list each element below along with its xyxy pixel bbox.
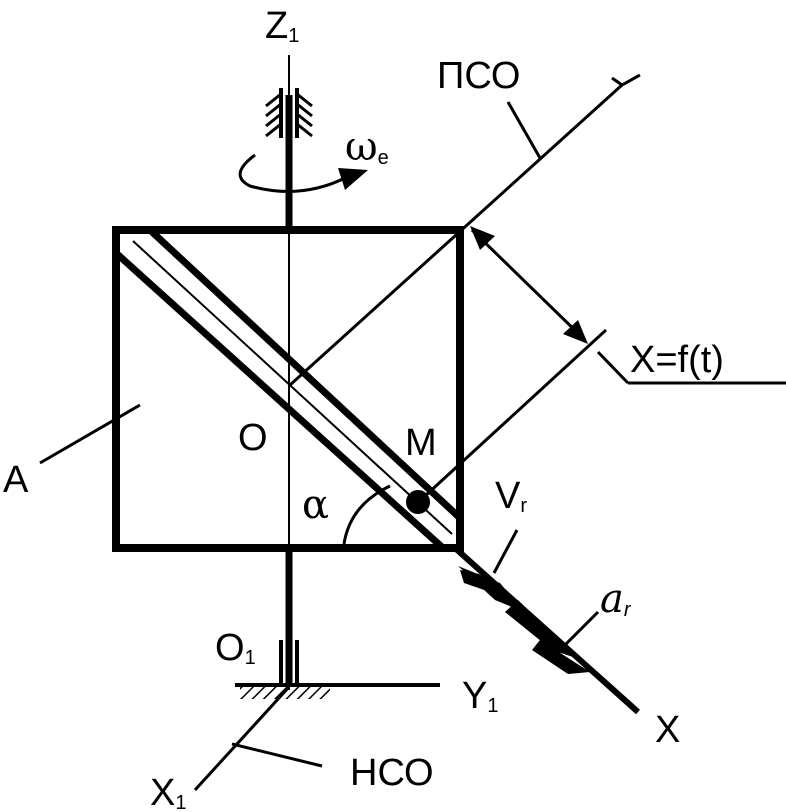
moving-y-axis [288, 83, 624, 387]
x-axis-label: X [655, 709, 680, 751]
origin-o-label: O [238, 417, 268, 459]
point-m-label: M [405, 422, 437, 464]
x1-label: X1 [150, 772, 186, 812]
body-a-square [112, 226, 464, 552]
point-m [406, 490, 430, 514]
o1-label: O1 [215, 627, 256, 669]
pso-leader [506, 101, 542, 159]
z1-label: Z1 [265, 5, 299, 47]
x-eq-leader [596, 350, 630, 385]
diagonal-channel [113, 227, 463, 551]
alpha-arc [342, 484, 391, 545]
dimension-arrow [470, 226, 588, 344]
ext-line-m [423, 328, 608, 498]
pso-label: ПСО [437, 55, 520, 97]
body-a-label: A [3, 459, 29, 501]
body-a-leader [39, 403, 141, 465]
y1-label: Y1 [462, 675, 498, 717]
x-equation-label: X=f(t) [630, 339, 724, 381]
vr-leader [492, 529, 519, 574]
ar-leader [558, 610, 600, 652]
ar-arrowhead [505, 600, 576, 658]
nso-label: НСО [350, 752, 434, 794]
ground-x1-axis [193, 685, 291, 792]
nso-leader [231, 742, 323, 768]
vr-arrow-fill [458, 566, 524, 612]
alpha-label: α [302, 482, 329, 528]
omega-label: ωe [345, 124, 389, 170]
vr-label: Vr [495, 475, 527, 517]
rotation-arrow [238, 153, 368, 193]
y-axis-tip-icon [611, 73, 641, 87]
upper-bearing [265, 88, 313, 138]
ar-label: ar [600, 576, 632, 622]
ar-arrowhead-2 [532, 640, 590, 674]
